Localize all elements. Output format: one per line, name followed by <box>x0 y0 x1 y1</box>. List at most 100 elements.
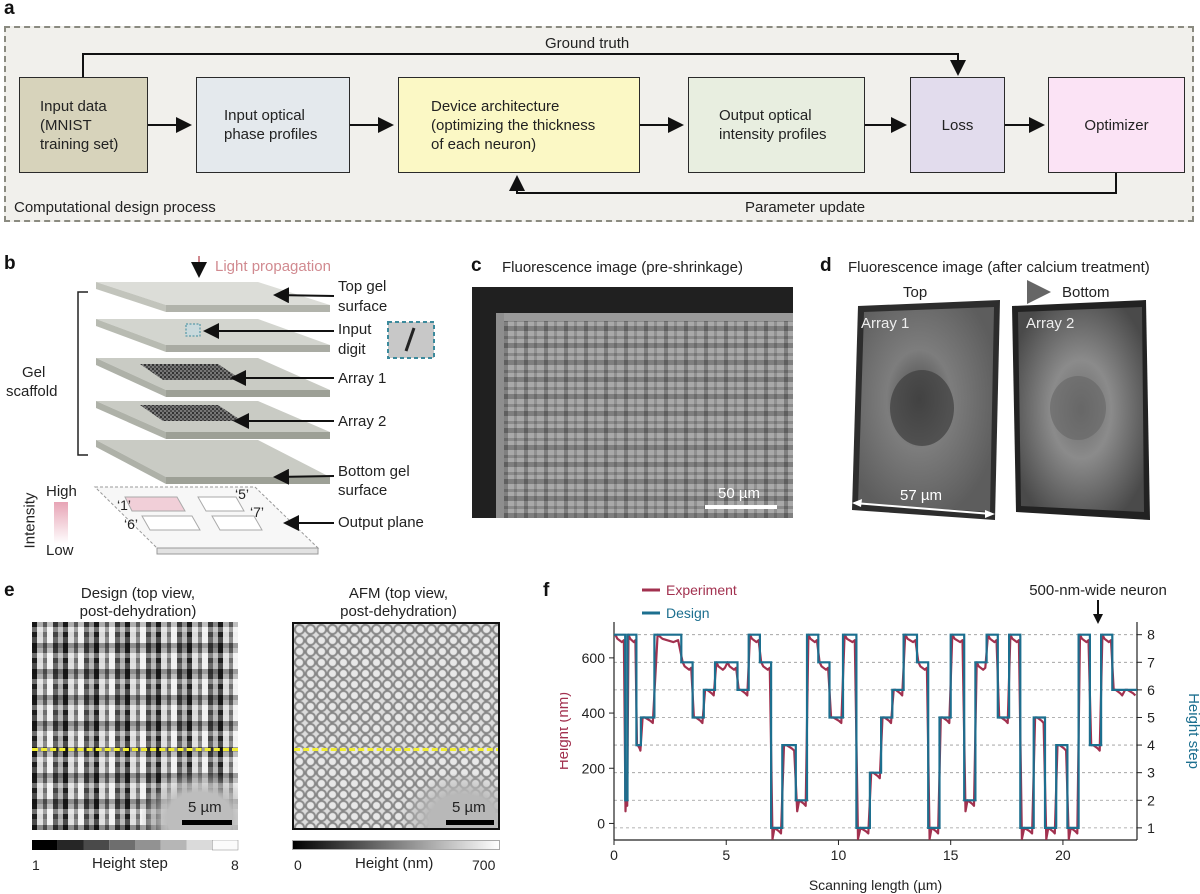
annotation-arrowhead <box>1093 614 1103 624</box>
scaffold-label: scaffold <box>6 383 58 400</box>
digit-5-label: ‘5’ <box>235 486 250 502</box>
cb1-min: 1 <box>32 857 40 873</box>
panel-d-letter: d <box>820 255 832 276</box>
digit-6-label: ‘6’ <box>124 516 139 532</box>
y2-tick-label: 3 <box>1147 765 1155 781</box>
cb2-max: 700 <box>472 857 496 873</box>
optimizer-text: Optimizer <box>1084 116 1149 134</box>
panel-c-scale-bar <box>705 505 777 509</box>
cb1-label: Height step <box>92 855 168 872</box>
y2-tick-label: 5 <box>1147 709 1155 725</box>
design-scale-bar <box>182 820 232 825</box>
y-tick-label: 200 <box>582 760 606 776</box>
panel-d-title: Fluorescence image (after calcium treatm… <box>848 259 1150 276</box>
device-architecture-box: Device architecture (optimizing the thic… <box>398 77 640 173</box>
legend-design-label: Design <box>666 605 710 621</box>
device-architecture-text: Device architecture (optimizing the thic… <box>431 97 596 153</box>
input-label: Input <box>338 321 372 338</box>
array-2-overlay-label: Array 2 <box>1026 315 1075 332</box>
input-data-box: Input data (MNIST training set) <box>19 77 148 173</box>
panel-b-letter: b <box>4 253 16 274</box>
afm-scale-label: 5 µm <box>452 799 486 816</box>
cb2-min: 0 <box>294 857 302 873</box>
fluorescence-image-pre <box>472 287 793 518</box>
y-tick-label: 0 <box>597 815 605 831</box>
top-label: Top <box>903 284 928 301</box>
bottom-label: Bottom <box>1062 284 1110 301</box>
y-tick-label: 600 <box>582 650 606 666</box>
input-data-text: Input data (MNIST training set) <box>40 97 119 153</box>
cb1-max: 8 <box>231 857 239 873</box>
input-phase-box: Input optical phase profiles <box>196 77 350 173</box>
gel-stack-diagram <box>54 256 435 555</box>
afm-scale-bar <box>446 820 494 825</box>
design-series-line <box>614 633 1137 829</box>
panel-d-graphics <box>852 280 1150 520</box>
array-1-layer <box>96 358 330 397</box>
flow-arrows <box>82 53 1117 194</box>
digit-1-label: ‘1’ <box>117 497 132 513</box>
x-tick-label: 5 <box>722 847 730 863</box>
output-intensity-text: Output optical intensity profiles <box>719 107 827 143</box>
bottom-gel-surface-label: surface <box>338 482 388 499</box>
digit-label: digit <box>338 341 366 358</box>
design-height-map <box>32 622 238 830</box>
y2-tick-label: 6 <box>1147 682 1155 698</box>
output-plane-label: Output plane <box>338 514 424 531</box>
x-tick-label: 0 <box>610 847 618 863</box>
output-intensity-box: Output optical intensity profiles <box>688 77 865 173</box>
low-label: Low <box>46 542 74 559</box>
loss-text: Loss <box>941 116 974 134</box>
y-tick-label: 400 <box>582 705 606 721</box>
loss-box: Loss <box>910 77 1005 173</box>
light-propagation-label: Light propagation <box>215 258 331 275</box>
bottom-gel-label: Bottom gel <box>338 463 410 480</box>
input-phase-text: Input optical phase profiles <box>224 107 318 143</box>
panel-e-letter: e <box>4 580 15 601</box>
top-gel-surface-label: surface <box>338 298 388 315</box>
panel-c-letter: c <box>471 255 482 276</box>
x-tick-label: 20 <box>1055 847 1071 863</box>
x-tick-label: 15 <box>943 847 959 863</box>
parameter-update-label: Parameter update <box>745 199 866 216</box>
y2-tick-label: 4 <box>1147 737 1155 753</box>
panel-c-scale-label: 50 µm <box>718 485 760 502</box>
x-tick-label: 10 <box>831 847 847 863</box>
x-axis-label: Scanning length (µm) <box>809 877 942 893</box>
y2-tick-label: 2 <box>1147 792 1155 808</box>
neuron-annotation: 500-nm-wide neuron <box>1029 582 1167 599</box>
optimizer-box: Optimizer <box>1048 77 1185 173</box>
gel-label: Gel <box>22 364 46 381</box>
height-step-colorbar <box>32 840 239 851</box>
array-2-layer <box>96 401 330 439</box>
y2-tick-label: 8 <box>1147 627 1155 643</box>
y2-axis-label: Height step <box>1185 693 1200 769</box>
high-label: High <box>46 483 77 500</box>
y2-tick-label: 1 <box>1147 820 1155 836</box>
y-axis-label: Height (nm) <box>560 692 572 770</box>
array-1-overlay-label: Array 1 <box>861 315 910 332</box>
panel-c-title: Fluorescence image (pre-shrinkage) <box>502 259 743 276</box>
intensity-colorbar <box>54 502 68 544</box>
panel-d-scale-label: 57 µm <box>900 487 942 504</box>
ground-truth-label: Ground truth <box>545 35 630 52</box>
y2-tick-label: 7 <box>1147 654 1155 670</box>
top-gel-layer <box>96 282 330 312</box>
height-nm-colorbar <box>292 840 500 850</box>
top-gel-label: Top gel <box>338 278 387 295</box>
process-label: Computational design process <box>14 199 216 216</box>
intensity-axis-label: Intensity <box>21 492 39 549</box>
array-2-label: Array 2 <box>338 413 387 430</box>
output-plane <box>93 486 320 555</box>
legend-experiment-label: Experiment <box>666 582 737 598</box>
cb2-label: Height (nm) <box>355 855 434 872</box>
panel-f-letter: f <box>543 580 550 601</box>
panel-a-letter: a <box>4 0 15 19</box>
design-scale-label: 5 µm <box>188 799 222 816</box>
afm-title: AFM (top view, post-dehydration) <box>340 585 457 620</box>
input-digit-layer <box>96 319 330 352</box>
array-1-label: Array 1 <box>338 370 387 387</box>
afm-height-map <box>292 622 500 830</box>
digit-7-label: ‘7’ <box>250 504 265 520</box>
